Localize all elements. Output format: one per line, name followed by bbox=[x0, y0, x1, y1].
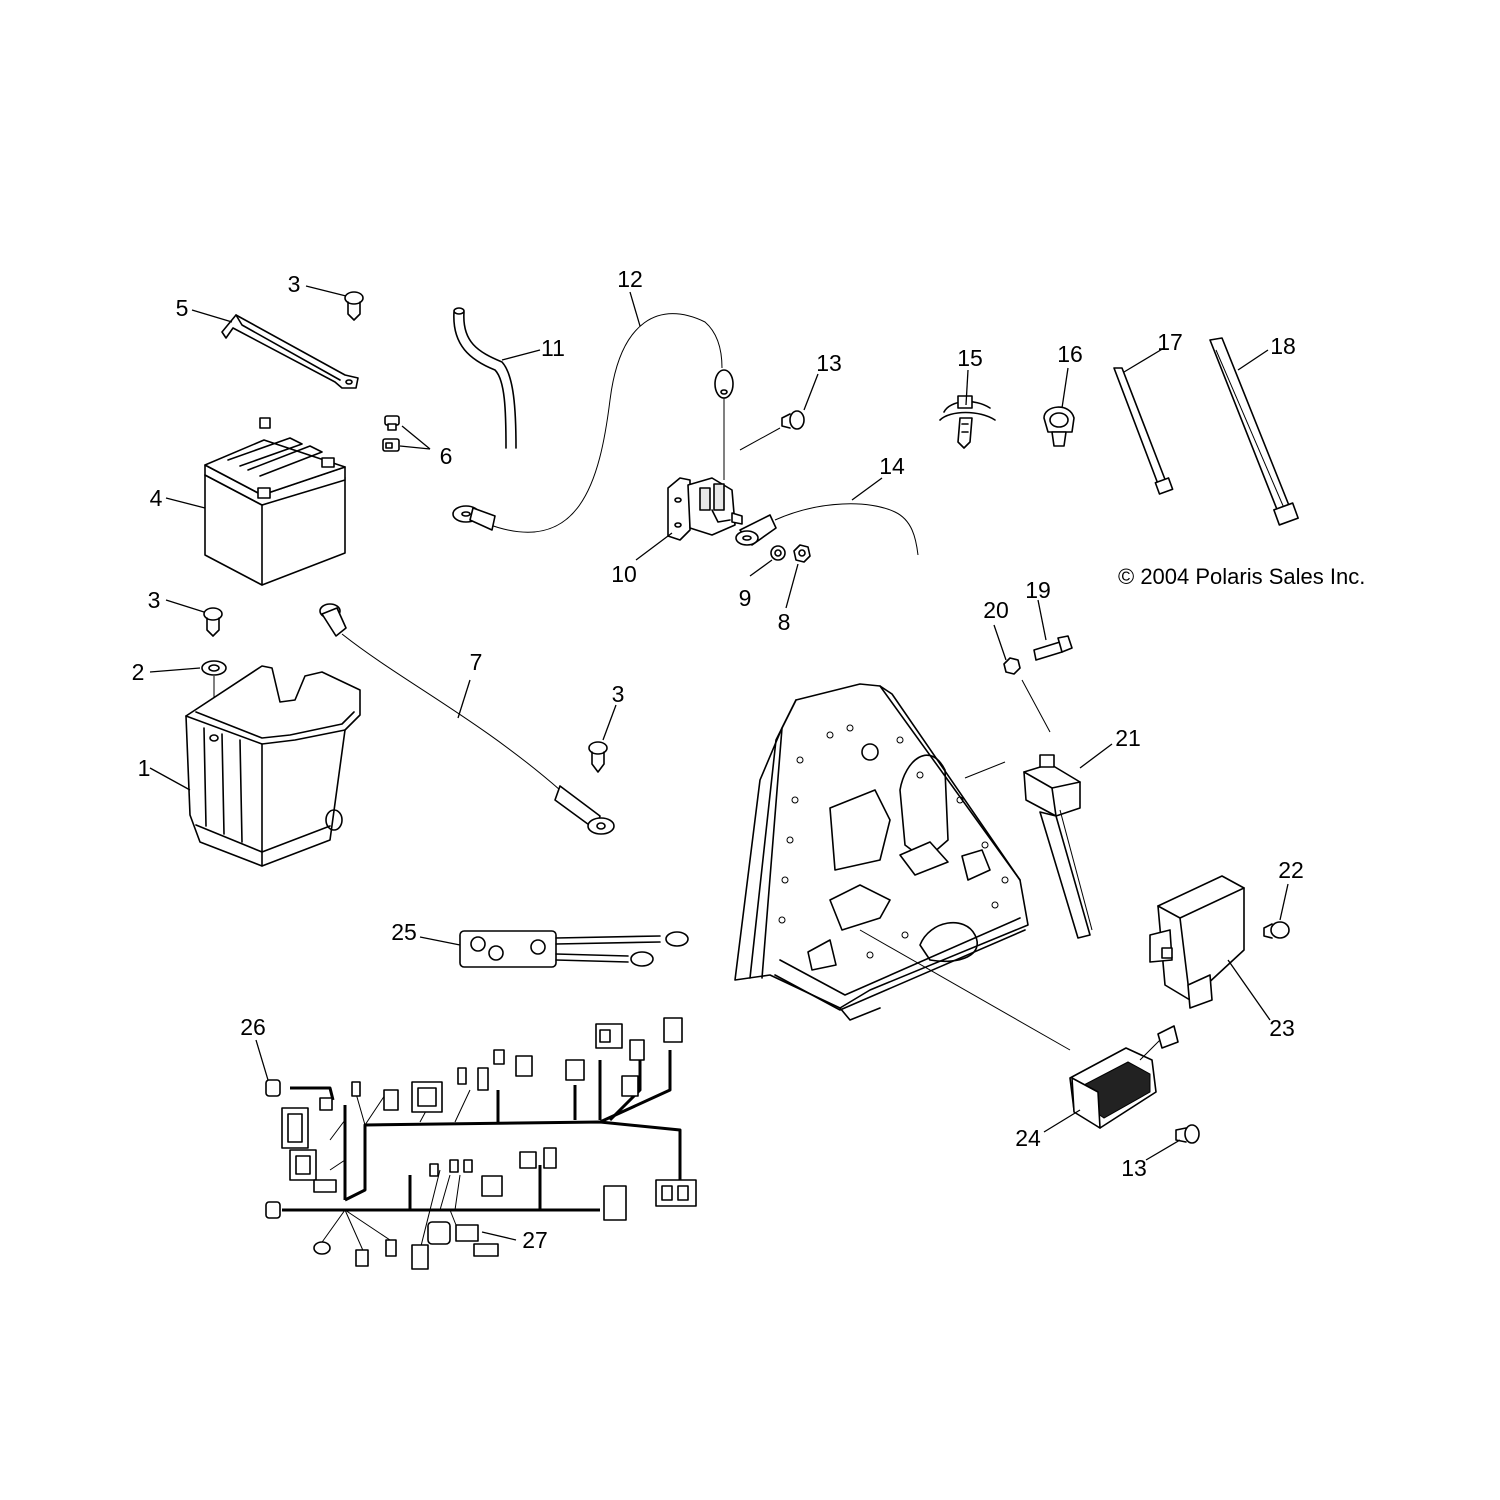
bolt-part-13-bottom bbox=[1175, 1124, 1200, 1144]
callout-16: 16 bbox=[1057, 341, 1083, 367]
battery-bracket-part-5 bbox=[221, 314, 359, 389]
callout-17: 17 bbox=[1157, 329, 1183, 355]
callout-24: 24 bbox=[1015, 1125, 1041, 1151]
push-clip-part-15 bbox=[939, 395, 996, 449]
mounting-plate bbox=[734, 683, 1029, 1021]
callout-19: 19 bbox=[1025, 577, 1051, 603]
wiring-harness-part-26 bbox=[265, 1017, 697, 1270]
callout-3: 3 bbox=[148, 587, 161, 613]
callout-26: 26 bbox=[240, 1014, 266, 1040]
cable-clip-part-16 bbox=[1043, 406, 1075, 447]
battery-box-part-1 bbox=[185, 665, 361, 867]
battery-cable-part-12 bbox=[452, 313, 734, 533]
callout-3: 3 bbox=[288, 271, 301, 297]
voltage-regulator-part-24 bbox=[859, 929, 1179, 1129]
callout-9: 9 bbox=[739, 585, 752, 611]
callout-2: 2 bbox=[132, 659, 145, 685]
bolt-part-3-top bbox=[344, 291, 364, 321]
bolt-part-13-top bbox=[739, 410, 805, 451]
tie-strap-part-17 bbox=[1113, 367, 1174, 495]
callout-11: 11 bbox=[541, 335, 565, 361]
solenoid-part-10 bbox=[667, 477, 743, 541]
callout-13: 13 bbox=[1121, 1155, 1147, 1181]
callout-1: 1 bbox=[138, 755, 151, 781]
control-module-part-23 bbox=[1149, 875, 1245, 1009]
callout-15: 15 bbox=[957, 345, 983, 371]
bolt-part-19 bbox=[1021, 635, 1073, 733]
callout-23: 23 bbox=[1269, 1015, 1295, 1041]
callout-27: 27 bbox=[522, 1227, 548, 1253]
battery-part-4 bbox=[204, 417, 346, 586]
nut-part-20 bbox=[1003, 657, 1021, 675]
bolt-part-3-mid bbox=[203, 607, 223, 637]
callout-5: 5 bbox=[176, 295, 189, 321]
tie-strap-part-18 bbox=[1209, 337, 1299, 526]
washer-part-9 bbox=[770, 545, 786, 561]
callout-18: 18 bbox=[1270, 333, 1296, 359]
cable-part-14 bbox=[735, 503, 919, 556]
clip-part-6 bbox=[382, 415, 400, 452]
callout-14: 14 bbox=[879, 453, 905, 479]
callout-3: 3 bbox=[612, 681, 625, 707]
screw-part-22 bbox=[1263, 921, 1290, 939]
callout-12: 12 bbox=[617, 266, 643, 292]
callout-4: 4 bbox=[150, 485, 163, 511]
callout-13: 13 bbox=[816, 350, 842, 376]
copyright-notice: © 2004 Polaris Sales Inc. bbox=[1118, 564, 1365, 589]
callout-25: 25 bbox=[391, 919, 417, 945]
ignition-coil-part-21 bbox=[1023, 754, 1093, 939]
leader-lines bbox=[149, 285, 1289, 1241]
callout-21: 21 bbox=[1115, 725, 1141, 751]
callout-8: 8 bbox=[778, 609, 791, 635]
callout-10: 10 bbox=[611, 561, 637, 587]
nut-part-8 bbox=[793, 544, 811, 563]
callout-7: 7 bbox=[470, 649, 483, 675]
callout-labels: 3 5 6 4 3 2 1 7 3 11 12 13 10 9 8 14 15 … bbox=[132, 266, 1366, 1253]
callout-22: 22 bbox=[1278, 857, 1304, 883]
resistor-part-25 bbox=[459, 930, 689, 968]
callout-20: 20 bbox=[983, 597, 1009, 623]
callout-6: 6 bbox=[440, 443, 453, 469]
bolt-part-3-right bbox=[588, 741, 608, 773]
vent-tube-part-11 bbox=[453, 307, 517, 449]
ground-cable-part-7 bbox=[319, 603, 615, 835]
